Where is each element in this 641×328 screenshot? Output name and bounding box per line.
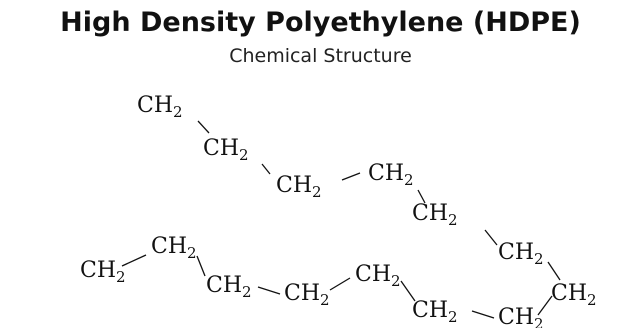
ch2-group-8: CH2: [498, 305, 544, 328]
group-subscript: 2: [587, 291, 597, 309]
group-label: CH: [498, 240, 534, 265]
group-label: CH: [412, 298, 448, 323]
bond-g8-g9: [471, 310, 495, 319]
bond-g7-g8: [537, 295, 553, 316]
bond-g11-g12: [257, 286, 281, 295]
group-subscript: 2: [391, 272, 401, 290]
group-subscript: 2: [448, 308, 458, 326]
group-subscript: 2: [239, 146, 249, 164]
bond-g9-g10: [400, 280, 416, 302]
groups-layer: CH2CH2CH2CH2CH2CH2CH2CH2CH2CH2CH2CH2CH2C…: [80, 93, 597, 328]
ch2-group-3: CH2: [276, 173, 322, 201]
ch2-group-10: CH2: [355, 262, 401, 290]
ch2-group-1: CH2: [137, 93, 183, 121]
group-subscript: 2: [404, 171, 414, 189]
group-subscript: 2: [320, 291, 330, 309]
ch2-group-7: CH2: [551, 281, 597, 309]
group-subscript: 2: [448, 211, 458, 229]
ch2-group-2: CH2: [203, 136, 249, 164]
group-label: CH: [137, 93, 173, 118]
bond-g12-g13: [196, 255, 206, 277]
bonds-layer: [121, 120, 561, 319]
group-label: CH: [551, 281, 587, 306]
group-subscript: 2: [534, 315, 544, 328]
group-subscript: 2: [534, 250, 544, 268]
ch2-group-9: CH2: [412, 298, 458, 326]
bond-g2-g3: [261, 163, 271, 175]
bond-g10-g11: [329, 277, 351, 291]
bond-g1-g2: [197, 120, 210, 134]
group-label: CH: [276, 173, 312, 198]
group-subscript: 2: [242, 283, 252, 301]
group-label: CH: [355, 262, 391, 287]
bond-g13-g14: [121, 254, 147, 267]
group-label: CH: [368, 161, 404, 186]
group-subscript: 2: [312, 183, 322, 201]
group-label: CH: [206, 273, 242, 298]
ch2-group-11: CH2: [284, 281, 330, 309]
ch2-group-14: CH2: [80, 258, 126, 286]
diagram-title: High Density Polyethylene (HDPE): [60, 7, 581, 38]
bond-g6-g7: [547, 261, 561, 281]
group-label: CH: [151, 234, 187, 259]
ch2-group-13: CH2: [151, 234, 197, 262]
group-label: CH: [203, 136, 239, 161]
bond-g3-g4: [341, 172, 361, 181]
ch2-group-4: CH2: [368, 161, 414, 189]
group-label: CH: [412, 201, 448, 226]
group-subscript: 2: [187, 244, 197, 262]
ch2-group-6: CH2: [498, 240, 544, 268]
group-label: CH: [498, 305, 534, 328]
bond-g4-g5: [417, 189, 426, 204]
bond-g5-g6: [484, 229, 498, 246]
group-subscript: 2: [173, 103, 183, 121]
diagram-subtitle: Chemical Structure: [229, 45, 412, 67]
group-label: CH: [284, 281, 320, 306]
ch2-group-5: CH2: [412, 201, 458, 229]
group-subscript: 2: [116, 268, 126, 286]
group-label: CH: [80, 258, 116, 283]
ch2-group-12: CH2: [206, 273, 252, 301]
